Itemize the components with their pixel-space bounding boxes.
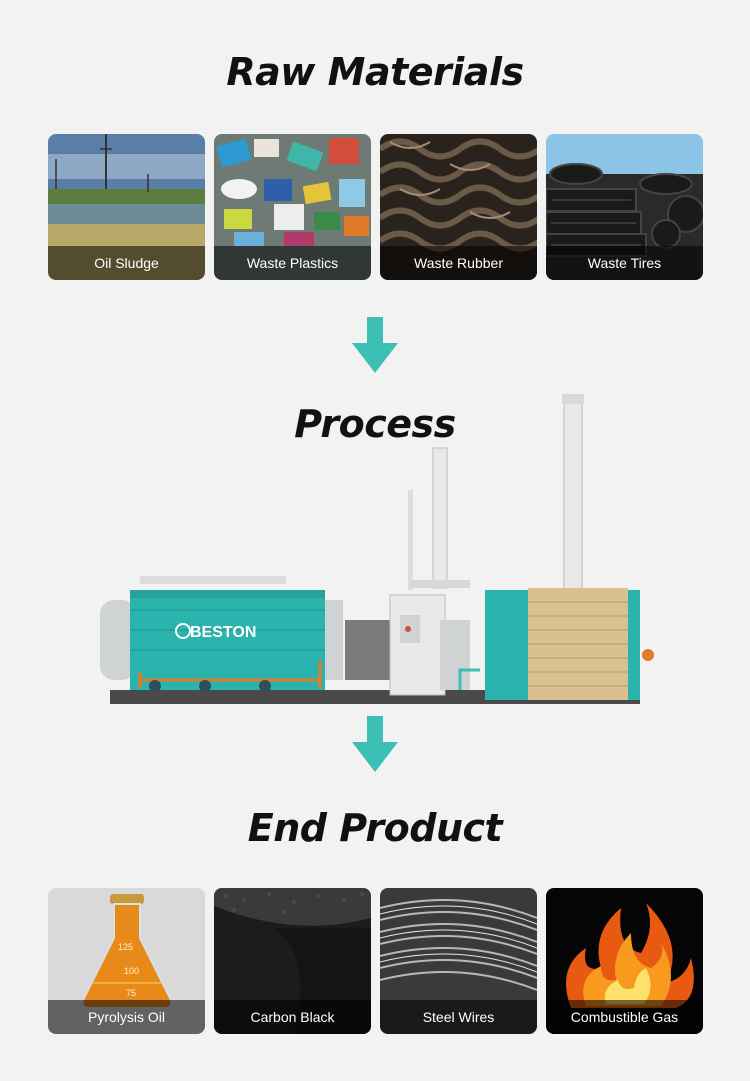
end-product-title: End Product bbox=[247, 806, 503, 850]
pyrolysis-machine-image: BESTON bbox=[100, 394, 654, 704]
combustible-gas-image bbox=[546, 888, 703, 1034]
raw-materials-title: Raw Materials bbox=[226, 50, 524, 94]
raw-material-card-waste-rubber[interactable]: Waste Rubber bbox=[380, 134, 537, 280]
end-product-card-steel-wires[interactable]: Steel Wires bbox=[380, 888, 537, 1034]
raw-material-card-waste-plastics[interactable]: Waste Plastics bbox=[214, 134, 371, 280]
flask-mark: 125 bbox=[118, 942, 133, 952]
card-caption: Waste Tires bbox=[546, 246, 703, 280]
raw-material-card-waste-tires[interactable]: Waste Tires bbox=[546, 134, 703, 280]
down-arrow-icon bbox=[352, 317, 398, 373]
end-product-card-carbon-black[interactable]: Carbon Black bbox=[214, 888, 371, 1034]
flask-mark: 100 bbox=[124, 966, 139, 976]
end-product-card-pyrolysis-oil[interactable]: 125 100 75 Pyrolysis Oil bbox=[48, 888, 205, 1034]
flask-mark: 75 bbox=[126, 988, 136, 998]
card-caption: Steel Wires bbox=[380, 1000, 537, 1034]
raw-materials-row: Oil Sludge Waste Plastics bbox=[48, 134, 703, 280]
process-title: Process bbox=[294, 402, 456, 446]
end-product-card-combustible-gas[interactable]: Combustible Gas bbox=[546, 888, 703, 1034]
raw-material-card-oil-sludge[interactable]: Oil Sludge bbox=[48, 134, 205, 280]
card-caption: Waste Plastics bbox=[214, 246, 371, 280]
machine-brand-label: BESTON bbox=[190, 624, 256, 641]
card-caption: Combustible Gas bbox=[546, 1000, 703, 1034]
card-caption: Carbon Black bbox=[214, 1000, 371, 1034]
card-caption: Oil Sludge bbox=[48, 246, 205, 280]
card-caption: Pyrolysis Oil bbox=[48, 1000, 205, 1034]
card-caption: Waste Rubber bbox=[380, 246, 537, 280]
down-arrow-icon bbox=[352, 716, 398, 772]
end-products-row: 125 100 75 Pyrolysis Oil Carbon Black bbox=[48, 888, 703, 1034]
